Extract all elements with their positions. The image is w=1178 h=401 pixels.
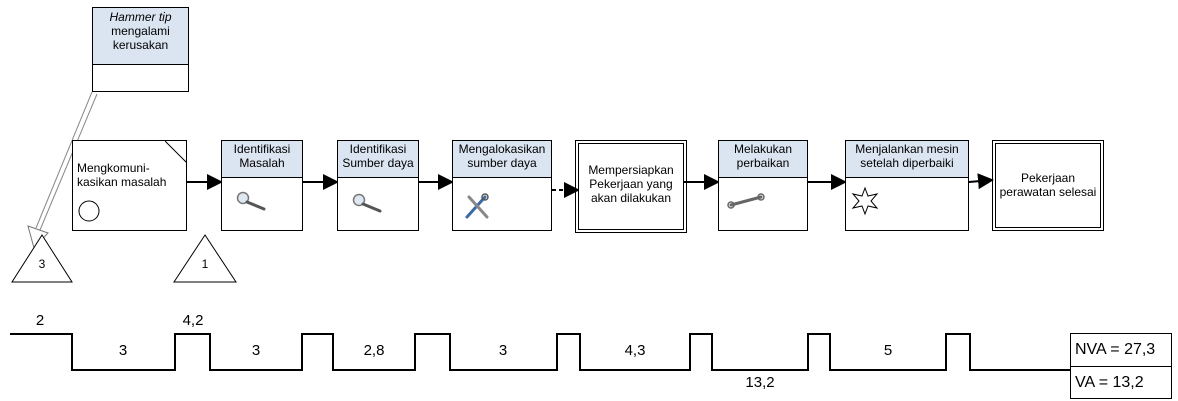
- process-label: Pekerjaan perawatan selesai: [999, 171, 1097, 199]
- process-header: Identifikasi Sumber daya: [338, 141, 418, 178]
- va-summary: VA = 13,2: [1070, 366, 1172, 399]
- process-header: Identifikasi Masalah: [222, 141, 302, 178]
- folded-corner-icon: [165, 141, 187, 163]
- process-melakukan-perbaikan[interactable]: Melakukan perbaikan: [718, 140, 808, 231]
- process-identifikasi-sumber-daya[interactable]: Identifikasi Sumber daya: [337, 140, 419, 231]
- start-process-label: Mengkomuni- kasikan masalah: [77, 161, 167, 189]
- timeline-upper-value: 2: [35, 312, 45, 329]
- timeline-lower-value: 3: [498, 342, 508, 359]
- kaizen-pointer-arrow: [27, 91, 98, 249]
- process-header: Mengalokasikan sumber daya: [453, 141, 551, 178]
- start-process-box[interactable]: Mengkomuni- kasikan masalah: [72, 140, 187, 231]
- process-header: Melakukan perbaikan: [719, 141, 807, 178]
- timeline-lower-value: 2,8: [363, 342, 385, 359]
- process-menjalankan-mesin[interactable]: Menjalankan mesin setelah diperbaiki: [845, 140, 969, 231]
- inventory-triangle-2: [173, 234, 237, 283]
- process-header: Menjalankan mesin setelah diperbaiki: [846, 141, 968, 178]
- process-identifikasi-masalah[interactable]: Identifikasi Masalah: [221, 140, 303, 231]
- timeline-upper-value: 4,2: [182, 312, 204, 329]
- inventory-label-2: 1: [201, 257, 209, 271]
- timeline-lower-value: 4,3: [624, 342, 646, 359]
- process-label: Mempersiapkan Pekerjaan yang akan dilaku…: [588, 163, 674, 205]
- timeline-lower-value: 3: [118, 342, 128, 359]
- kaizen-note-title: Hammer tip: [109, 10, 172, 24]
- tools-icon: [465, 193, 489, 219]
- kaizen-note-text: mengalami kerusakan: [111, 24, 170, 52]
- nva-summary: NVA = 27,3: [1070, 333, 1172, 368]
- timeline-lower-value: 13,2: [745, 374, 775, 391]
- starburst-icon: [851, 186, 879, 216]
- process-pekerjaan-selesai[interactable]: Pekerjaan perawatan selesai: [992, 140, 1104, 231]
- magnifier-icon: [352, 193, 382, 213]
- inventory-triangle-1: [11, 234, 73, 283]
- inventory-label-1: 3: [38, 257, 46, 271]
- wrench-icon: [727, 193, 765, 209]
- process-mengalokasikan-sumber-daya[interactable]: Mengalokasikan sumber daya: [452, 140, 552, 231]
- magnifier-icon: [236, 191, 266, 211]
- timeline-lower-value: 3: [251, 342, 261, 359]
- kaizen-note-header: Hammer tip mengalami kerusakan: [93, 8, 188, 65]
- flow-arrow-7: [968, 173, 994, 190]
- process-mempersiapkan-pekerjaan[interactable]: Mempersiapkan Pekerjaan yang akan dilaku…: [575, 140, 687, 233]
- timeline-line: [10, 333, 1070, 371]
- timeline-lower-value: 5: [883, 342, 893, 359]
- circle-icon: [78, 200, 100, 222]
- kaizen-note-box: Hammer tip mengalami kerusakan: [92, 7, 189, 92]
